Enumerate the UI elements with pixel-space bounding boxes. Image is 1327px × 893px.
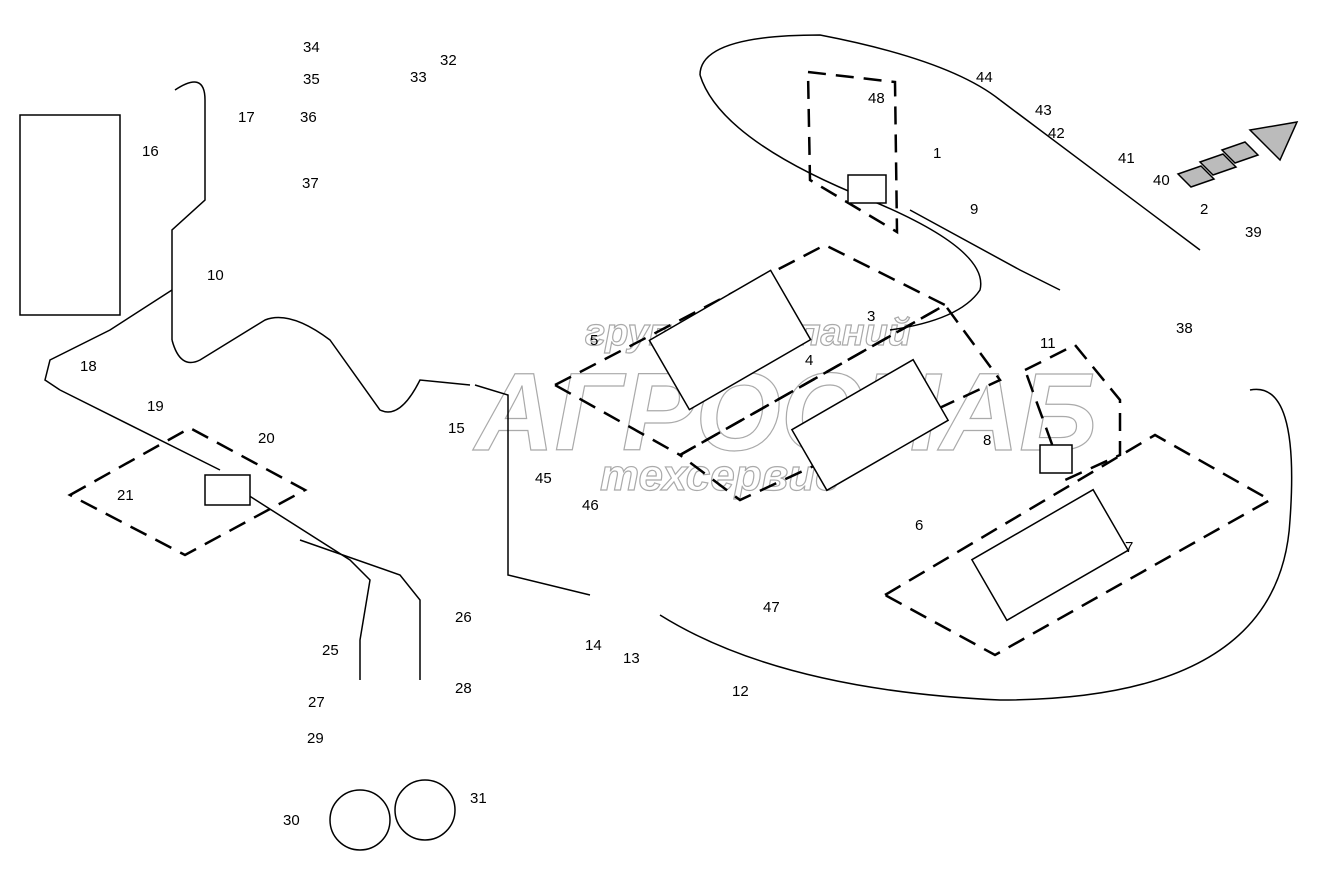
callout-40: 40 <box>1153 172 1170 189</box>
hoses-and-pipes <box>44 34 1293 701</box>
callout-20: 20 <box>258 430 275 447</box>
callout-8: 8 <box>983 432 991 449</box>
callout-39: 39 <box>1245 224 1262 241</box>
callout-35: 35 <box>303 71 320 88</box>
callout-18: 18 <box>80 358 97 375</box>
cylinder-mid <box>790 358 950 492</box>
callout-45: 45 <box>535 470 552 487</box>
callout-10: 10 <box>207 267 224 284</box>
callout-44: 44 <box>976 69 993 86</box>
callout-12: 12 <box>732 683 749 700</box>
callout-3: 3 <box>867 308 875 325</box>
callout-25: 25 <box>322 642 339 659</box>
callout-21: 21 <box>117 487 134 504</box>
callout-27: 27 <box>308 694 325 711</box>
callout-47: 47 <box>763 599 780 616</box>
callout-5: 5 <box>590 332 598 349</box>
accumulator-31 <box>394 779 456 841</box>
hose-44-a <box>699 34 1001 101</box>
watermark-line3: техсервис <box>600 451 840 500</box>
callout-19: 19 <box>147 398 164 415</box>
frame-valve-1 <box>806 70 899 235</box>
control-valve-bank <box>19 114 121 316</box>
callout-43: 43 <box>1035 102 1052 119</box>
frame-cylinder-mid <box>677 303 1002 502</box>
frame-block-20 <box>67 426 308 557</box>
callout-29: 29 <box>307 730 324 747</box>
frame-cylinder-lower <box>882 433 1273 657</box>
callout-9: 9 <box>970 201 978 218</box>
pipe-25 <box>239 489 371 680</box>
direction-arrow <box>1176 121 1299 188</box>
callout-33: 33 <box>410 69 427 86</box>
pipe-26 <box>299 539 421 680</box>
pipe-15 <box>171 316 471 413</box>
hose-9 <box>909 209 1061 291</box>
callout-42: 42 <box>1048 125 1065 142</box>
watermark-line2: АГРОСНАБ <box>472 351 1097 474</box>
callout-16: 16 <box>142 143 159 160</box>
accumulator-30 <box>329 789 391 851</box>
callout-1: 1 <box>933 145 941 162</box>
callout-15: 15 <box>448 420 465 437</box>
callout-46: 46 <box>582 497 599 514</box>
callout-6: 6 <box>915 517 923 534</box>
callout-32: 32 <box>440 52 457 69</box>
watermark: группа компаний АГРОСНАБ техсервис <box>471 311 1097 500</box>
pipe-17 <box>171 81 206 340</box>
callout-37: 37 <box>302 175 319 192</box>
hose-12 <box>659 388 1293 701</box>
callout-26: 26 <box>455 609 472 626</box>
distribution-block-20 <box>204 474 251 506</box>
callout-13: 13 <box>623 650 640 667</box>
valve-1 <box>847 174 887 204</box>
callout-41: 41 <box>1118 150 1135 167</box>
callout-17: 17 <box>238 109 255 126</box>
callout-38: 38 <box>1176 320 1193 337</box>
pipe-18 <box>44 289 173 391</box>
callout-36: 36 <box>300 109 317 126</box>
callout-28: 28 <box>455 680 472 697</box>
callout-48: 48 <box>868 90 885 107</box>
callouts: 1 2 3 4 5 6 7 8 9 10 11 12 13 14 15 16 1… <box>80 39 1262 829</box>
hose-44-b <box>699 74 982 331</box>
callout-7: 7 <box>1125 539 1133 556</box>
callout-4: 4 <box>805 352 813 369</box>
line-39 <box>999 99 1201 251</box>
callout-14: 14 <box>585 637 602 654</box>
callout-30: 30 <box>283 812 300 829</box>
components <box>19 114 1130 851</box>
line-19-20 <box>59 389 221 471</box>
line-14 <box>474 384 591 596</box>
callout-34: 34 <box>303 39 320 56</box>
callout-11: 11 <box>1040 335 1056 352</box>
cylinder-lower <box>970 488 1130 622</box>
cylinder-upper <box>648 269 812 411</box>
valve-8 <box>1039 444 1073 474</box>
callout-2: 2 <box>1200 201 1208 218</box>
callout-31: 31 <box>470 790 487 807</box>
